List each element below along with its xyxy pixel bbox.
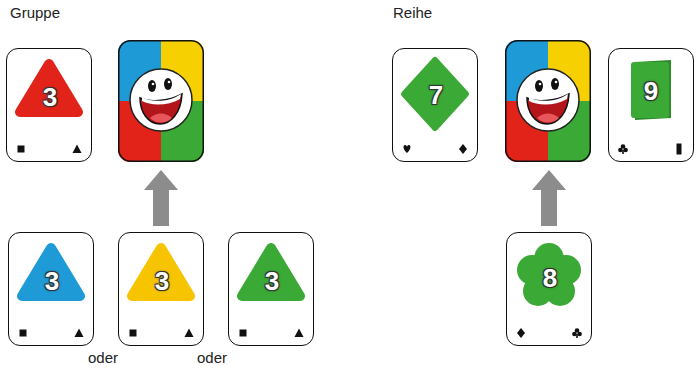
card-number: 3	[43, 84, 57, 110]
section-heading: Reihe	[393, 5, 432, 22]
card-number: 3	[265, 268, 279, 294]
playing-card: 7	[392, 48, 478, 162]
playing-card: 8	[506, 232, 592, 346]
card-number: 3	[45, 268, 59, 294]
playing-card: 3	[6, 48, 92, 162]
playing-card: 3	[228, 232, 314, 346]
separator-word: oder	[88, 350, 118, 367]
card-number: 8	[543, 265, 557, 291]
card-number: 9	[644, 78, 658, 104]
playing-card: 3	[118, 232, 204, 346]
card-number: 3	[155, 268, 169, 294]
section-heading: Gruppe	[10, 5, 60, 22]
playing-card: 3	[8, 232, 94, 346]
separator-word: oder	[197, 350, 227, 367]
card-number: 7	[429, 82, 443, 108]
playing-card: 9	[608, 48, 694, 162]
